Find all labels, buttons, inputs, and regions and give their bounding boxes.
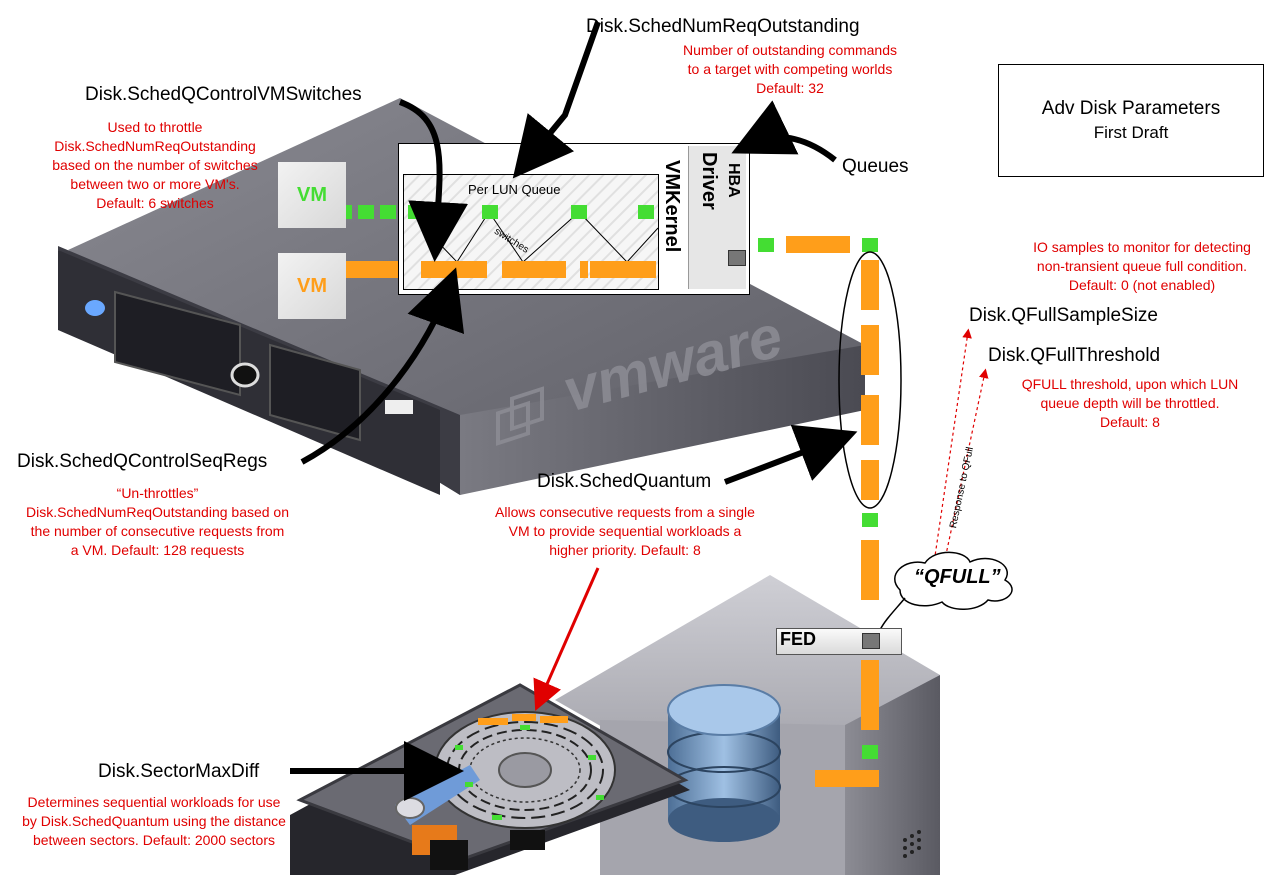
hard-drive-icon — [290, 683, 690, 875]
desc-qcontrol-seq-regs: “Un-throttles” Disk.SchedNumReqOutstandi… — [25, 485, 290, 558]
param-qcontrol-seq-regs: Disk.SchedQControlSeqRegs — [17, 451, 268, 472]
desc-sched-quantum: Allows consecutive requests from a singl… — [495, 504, 755, 558]
vmkernel-label: VMKernel — [661, 160, 683, 253]
sched-quantum-ellipse — [838, 251, 902, 509]
param-qcontrol-vm-switches: Disk.SchedQControlVMSwitches — [85, 84, 362, 105]
desc-num-req-outstanding: Number of outstanding commands to a targ… — [683, 42, 897, 96]
desc-qcontrol-vm-switches: Used to throttle Disk.SchedNumReqOutstan… — [52, 119, 258, 211]
arrow-num-req — [512, 20, 601, 179]
fed-label: FED — [780, 629, 816, 649]
fed-port-icon — [862, 633, 880, 649]
arrow-red-to-disk — [533, 567, 600, 711]
driver-label: Driver — [698, 152, 720, 210]
driver-panel — [688, 146, 746, 289]
param-qfull-sample-size: Disk.QFullSampleSize — [969, 305, 1158, 326]
database-icon — [667, 684, 781, 842]
desc-qfull-threshold: QFULL threshold, upon which LUN queue de… — [1021, 376, 1239, 430]
desc-sector-max-diff: Determines sequential workloads for use … — [22, 794, 286, 848]
title-box: Adv Disk Parameters First Draft — [998, 64, 1264, 177]
title-sub: First Draft — [1093, 123, 1169, 142]
arrow-qfull-sample — [929, 328, 972, 591]
qfull-label: “QFULL” — [914, 566, 1001, 588]
param-sector-max-diff: Disk.SectorMaxDiff — [98, 761, 260, 782]
hba-port-icon — [728, 250, 746, 266]
param-sched-quantum: Disk.SchedQuantum — [537, 471, 712, 492]
desc-qfull-sample-size: IO samples to monitor for detecting non-… — [1033, 239, 1251, 293]
arrow-vm-switches — [398, 99, 469, 262]
arrow-queues — [731, 100, 837, 163]
per-lun-queue-label: Per LUN Queue — [468, 182, 561, 197]
param-qfull-threshold: Disk.QFullThreshold — [988, 345, 1161, 366]
switch-zigzag — [413, 211, 659, 263]
arrow-sched-quantum — [723, 424, 858, 485]
hba-label: HBA — [725, 163, 742, 198]
vm-bottom[interactable]: VM — [278, 253, 346, 319]
qfull-cloud — [894, 551, 1013, 610]
vm-top[interactable]: VM — [278, 162, 346, 228]
server-side — [460, 345, 865, 495]
fed-bar — [776, 628, 902, 655]
orange-queue-marks — [332, 236, 879, 787]
title-main: Adv Disk Parameters — [1041, 98, 1221, 119]
queues-label: Queues — [842, 156, 909, 177]
arrow-seq-regs — [300, 267, 465, 465]
param-num-req-outstanding: Disk.SchedNumReqOutstanding — [586, 16, 860, 37]
